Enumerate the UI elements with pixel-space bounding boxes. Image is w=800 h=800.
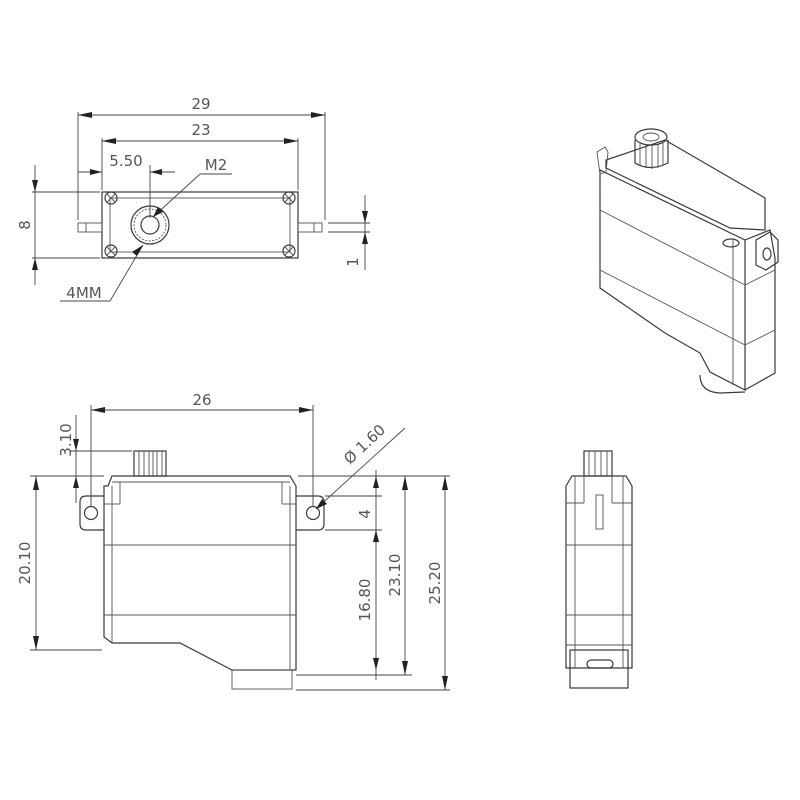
iso-mount-tab xyxy=(755,231,779,271)
left-tab xyxy=(77,222,103,233)
isometric-view xyxy=(596,128,779,394)
callout-thread: M2 xyxy=(205,156,228,174)
dim-hole-spacing: 26 xyxy=(192,391,211,409)
right-tab xyxy=(297,222,323,233)
dim-spline-height: 3.10 xyxy=(57,423,75,456)
dim-width: 8 xyxy=(16,220,34,230)
cable-slot xyxy=(586,659,614,669)
side-base xyxy=(569,649,629,689)
dim-shaft-offset: 5.50 xyxy=(109,152,142,170)
iso-front-face xyxy=(599,169,746,391)
screw-icon xyxy=(104,191,296,258)
right-mount-tab xyxy=(296,495,325,531)
front-body-outline xyxy=(103,475,297,671)
side-body-outline xyxy=(565,475,633,669)
dim-tab-thickness: 1 xyxy=(344,257,362,267)
dim-hole-diameter: Ø 1.60 xyxy=(340,421,389,468)
iso-spline-icon xyxy=(634,128,669,169)
top-view xyxy=(32,112,370,302)
mount-hole-icon xyxy=(305,505,321,521)
dim-overall-length: 29 xyxy=(191,95,210,113)
dim-height-no-base: 23.10 xyxy=(386,554,404,597)
front-view xyxy=(30,405,450,691)
dim-tab-to-bottom: 16.80 xyxy=(356,579,374,622)
spline-icon xyxy=(583,450,613,477)
mount-hole-icon xyxy=(83,505,99,521)
callout-spline: 4MM xyxy=(66,284,101,302)
dim-tab-to-top: 4 xyxy=(356,509,374,519)
left-mount-tab xyxy=(79,495,104,531)
dim-total-height: 25.20 xyxy=(426,562,444,605)
base-boss xyxy=(231,669,293,690)
dim-body-length: 23 xyxy=(191,121,210,139)
side-view xyxy=(565,450,633,689)
dim-body-height: 20.10 xyxy=(16,542,34,585)
